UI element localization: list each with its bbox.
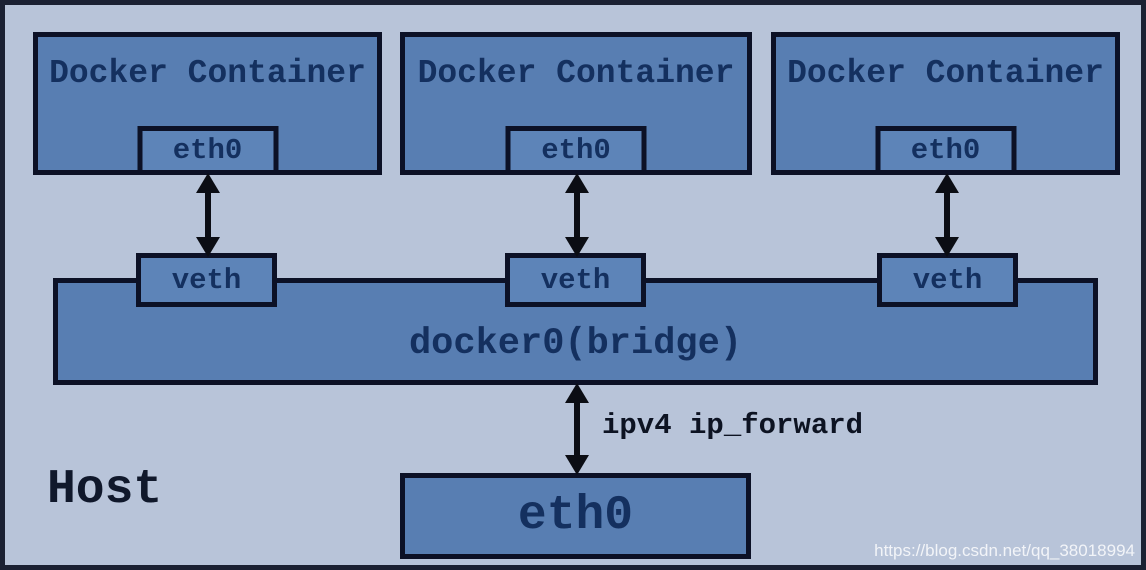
- container-eth0-box: eth0: [137, 126, 278, 175]
- arrow-shaft: [574, 187, 580, 243]
- veth-box-1: veth: [136, 253, 277, 307]
- double-arrow-eth0-veth-3: [932, 173, 962, 257]
- docker-container-box-2: Docker Container eth0: [400, 32, 752, 175]
- container-eth0-label: eth0: [541, 134, 611, 167]
- docker-container-label: Docker Container: [49, 55, 366, 92]
- docker0-bridge-label: docker0(bridge): [408, 323, 743, 365]
- host-eth0-label: eth0: [517, 489, 634, 543]
- docker-container-box-3: Docker Container eth0: [771, 32, 1120, 175]
- arrowhead-up-icon: [196, 173, 220, 193]
- host-eth0-box: eth0: [400, 473, 751, 559]
- container-eth0-label: eth0: [172, 134, 243, 167]
- watermark-url: https://blog.csdn.net/qq_38018994: [874, 541, 1135, 560]
- veth-label: veth: [171, 263, 242, 297]
- arrowhead-up-icon: [565, 383, 589, 403]
- arrowhead-up-icon: [935, 173, 959, 193]
- docker-container-label: Docker Container: [787, 55, 1104, 92]
- double-arrow-eth0-veth-1: [193, 173, 223, 257]
- veth-label: veth: [912, 263, 983, 297]
- double-arrow-bridge-hosteth0: [562, 383, 592, 475]
- arrowhead-down-icon: [565, 237, 589, 257]
- arrowhead-down-icon: [565, 455, 589, 475]
- double-arrow-eth0-veth-2: [562, 173, 592, 257]
- veth-box-2: veth: [505, 253, 646, 307]
- arrowhead-down-icon: [935, 237, 959, 257]
- arrow-shaft: [944, 187, 950, 243]
- arrowhead-down-icon: [196, 237, 220, 257]
- arrow-shaft: [574, 397, 580, 461]
- container-eth0-label: eth0: [910, 134, 981, 167]
- container-eth0-box: eth0: [875, 126, 1016, 175]
- container-eth0-box: eth0: [505, 126, 647, 175]
- host-label: Host: [47, 463, 163, 517]
- docker-container-label: Docker Container: [417, 55, 735, 92]
- arrowhead-up-icon: [565, 173, 589, 193]
- ipv4-ip-forward-label: ipv4 ip_forward: [602, 409, 864, 442]
- veth-box-3: veth: [877, 253, 1018, 307]
- veth-label: veth: [540, 263, 611, 297]
- arrow-shaft: [205, 187, 211, 243]
- docker-container-box-1: Docker Container eth0: [33, 32, 382, 175]
